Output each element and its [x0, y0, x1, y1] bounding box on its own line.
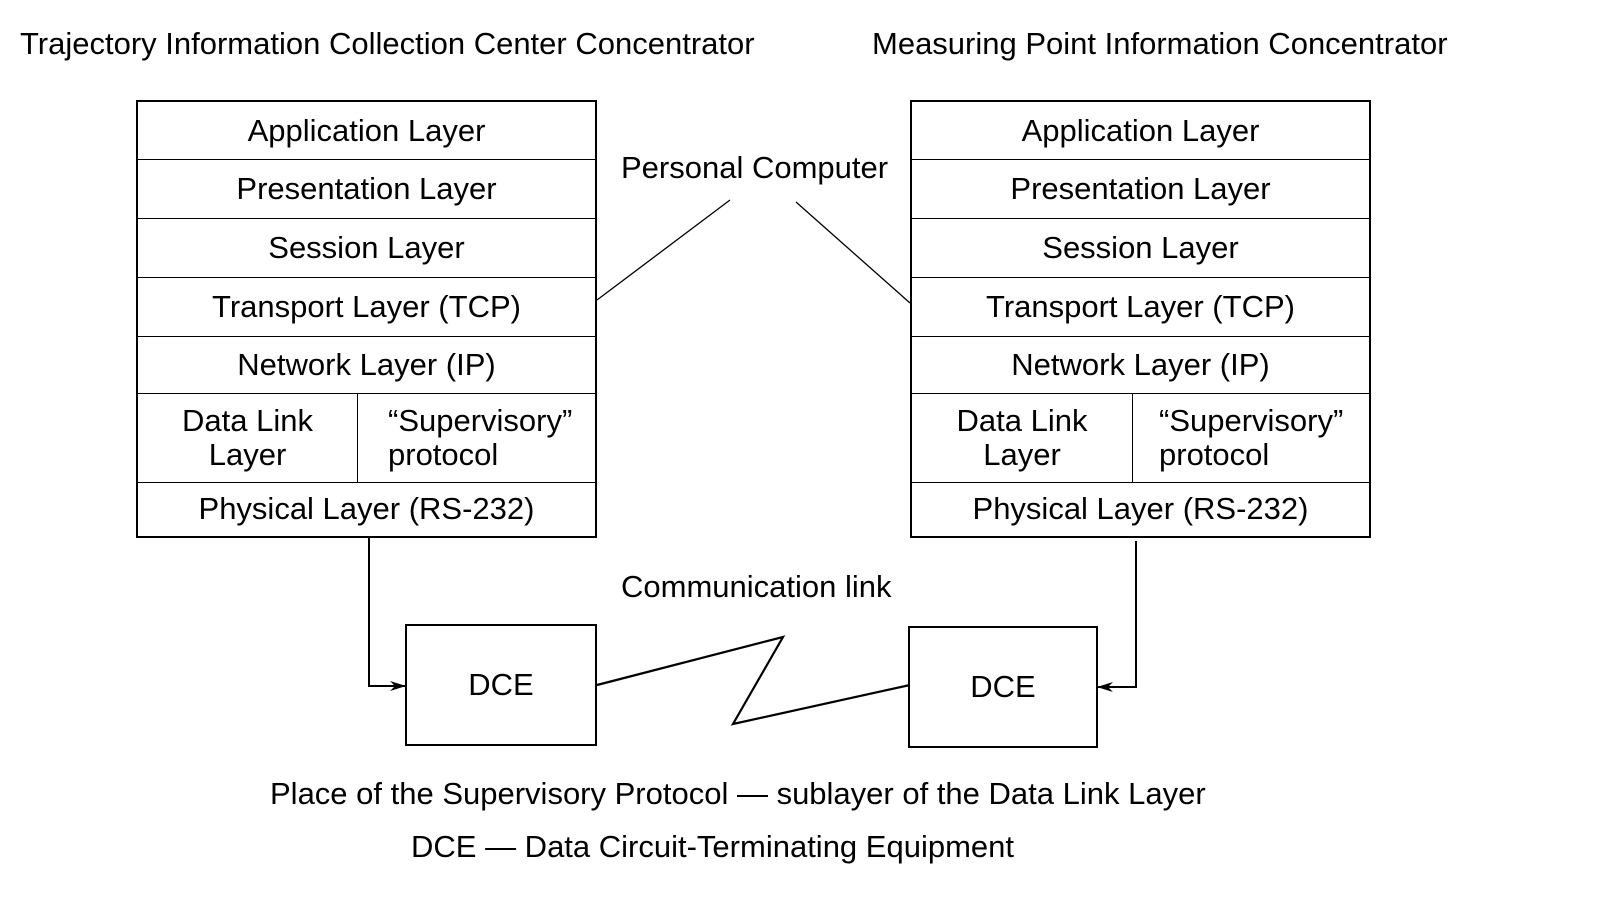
layer-label: Transport Layer (TCP) [212, 289, 521, 324]
dce-label: DCE [468, 667, 534, 702]
right-presentation-layer: Presentation Layer [912, 160, 1369, 219]
left-transport-layer: Transport Layer (TCP) [138, 278, 595, 337]
right-concentrator-title: Measuring Point Information Concentrator [872, 26, 1448, 61]
left-network-layer: Network Layer (IP) [138, 337, 595, 394]
layer-label: Session Layer [1042, 230, 1239, 265]
layer-label: Presentation Layer [1010, 171, 1271, 206]
dce-label: DCE [970, 669, 1036, 704]
right-stack-to-dce-arrow [1097, 541, 1137, 692]
left-dce-box: DCE [405, 624, 597, 746]
left-application-layer: Application Layer [138, 102, 595, 160]
right-application-layer: Application Layer [912, 102, 1369, 160]
right-transport-layer: Transport Layer (TCP) [912, 278, 1369, 337]
pc-pointer-right [795, 201, 911, 304]
data-link-line1: Data Link [956, 403, 1088, 438]
personal-computer-label: Personal Computer [621, 150, 889, 185]
supervisory-line2: protocol [1159, 437, 1270, 472]
layer-label: Application Layer [247, 112, 486, 148]
left-data-link-row: Data Link Layer “Supervisory” protocol [138, 394, 595, 483]
data-link-line2: Layer [208, 437, 287, 472]
layer-label: Application Layer [1021, 112, 1260, 148]
right-supervisory-protocol: “Supervisory” protocol [1133, 394, 1369, 482]
supervisory-line2: protocol [388, 437, 499, 472]
left-protocol-stack: Application Layer Presentation Layer Ses… [136, 100, 597, 538]
communication-link-zigzag [596, 635, 911, 726]
layer-label: Transport Layer (TCP) [986, 289, 1295, 324]
right-session-layer: Session Layer [912, 219, 1369, 278]
supervisory-line1: “Supervisory” [388, 403, 573, 438]
data-link-line1: Data Link [182, 403, 313, 438]
right-physical-layer: Physical Layer (RS-232) [912, 483, 1369, 535]
pc-pointer-left [596, 199, 731, 301]
layer-label: Physical Layer (RS-232) [972, 491, 1309, 526]
right-protocol-stack: Application Layer Presentation Layer Ses… [910, 100, 1371, 538]
layer-label: Session Layer [268, 230, 465, 265]
left-physical-layer: Physical Layer (RS-232) [138, 483, 595, 535]
layer-label: Presentation Layer [236, 171, 497, 206]
layer-label: Physical Layer (RS-232) [198, 491, 535, 526]
right-data-link-row: Data Link Layer “Supervisory” protocol [912, 394, 1369, 483]
left-data-link-layer: Data Link Layer [138, 394, 358, 482]
communication-link-label: Communication link [621, 569, 892, 604]
left-presentation-layer: Presentation Layer [138, 160, 595, 219]
layer-label: Network Layer (IP) [1011, 347, 1270, 382]
right-network-layer: Network Layer (IP) [912, 337, 1369, 394]
right-data-link-layer: Data Link Layer [912, 394, 1133, 482]
data-link-line2: Layer [983, 437, 1061, 472]
supervisory-line1: “Supervisory” [1159, 403, 1344, 438]
legend-dce-definition: DCE — Data Circuit-Terminating Equipment [411, 829, 1014, 864]
left-stack-to-dce-arrow [368, 538, 406, 691]
left-supervisory-protocol: “Supervisory” protocol [358, 394, 595, 482]
left-session-layer: Session Layer [138, 219, 595, 278]
left-concentrator-title: Trajectory Information Collection Center… [20, 26, 755, 61]
legend-supervisory-note: Place of the Supervisory Protocol — subl… [270, 776, 1206, 811]
right-dce-box: DCE [908, 626, 1098, 748]
layer-label: Network Layer (IP) [237, 347, 496, 382]
